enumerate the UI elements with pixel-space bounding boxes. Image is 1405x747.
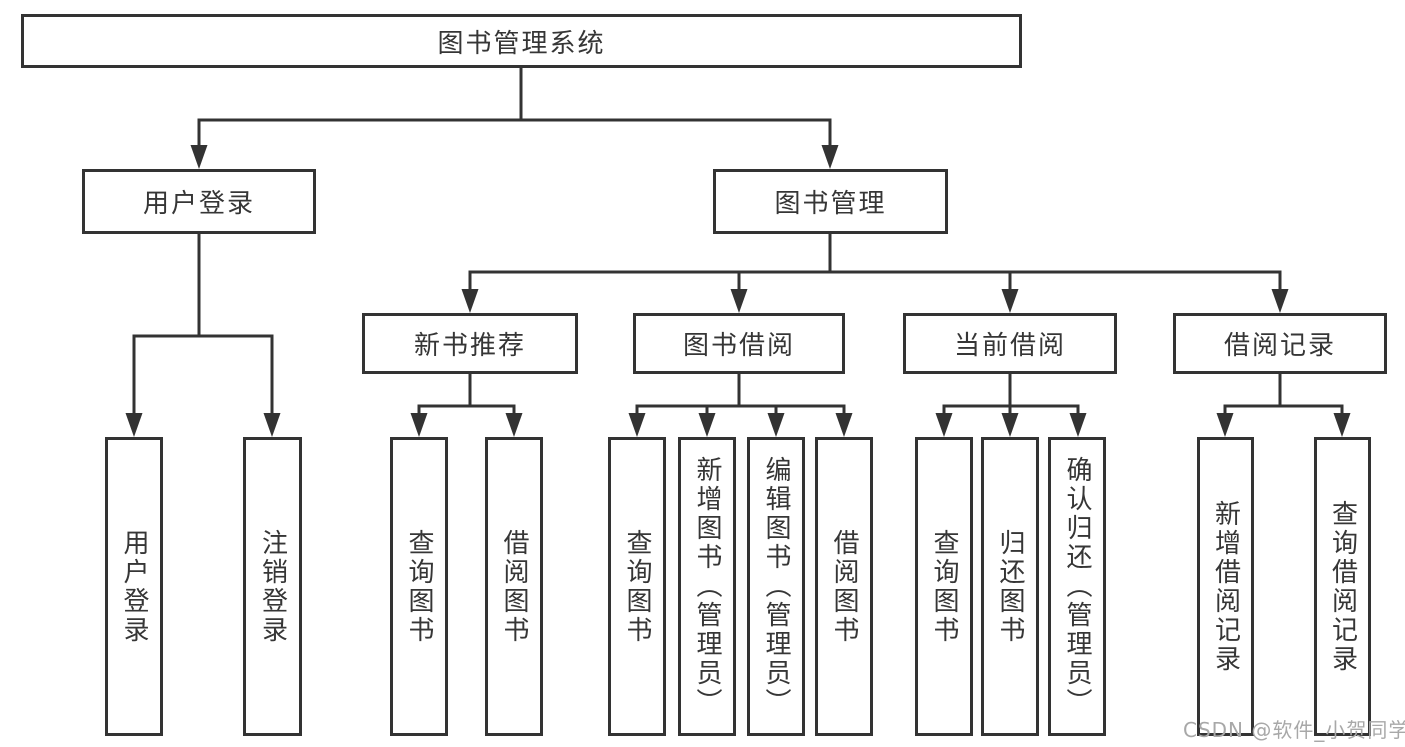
node-root-label: 图书管理系统 bbox=[437, 28, 606, 59]
node-user-login: 用户登录 bbox=[82, 169, 316, 234]
leaf-add-borrow-record-label: 新增借阅记录 bbox=[1210, 499, 1241, 674]
watermark: CSDN @软件_小贺同学 bbox=[1183, 718, 1405, 742]
node-book-borrowing-label: 图书借阅 bbox=[682, 331, 795, 361]
node-borrowing-records-label: 借阅记录 bbox=[1223, 331, 1336, 361]
leaf-query-books-borrowing: 查询图书 bbox=[608, 437, 666, 736]
leaf-borrow-books-borrowing-label: 借阅图书 bbox=[829, 528, 859, 645]
connector-new-book-rec bbox=[417, 372, 516, 419]
leaf-query-books-recommend-label: 查询图书 bbox=[404, 528, 434, 645]
arrowheads-new-book-rec bbox=[410, 413, 523, 437]
leaf-query-books-recommend: 查询图书 bbox=[390, 437, 448, 736]
connector-current-borrow bbox=[942, 372, 1080, 419]
leaf-logout-label: 注销登录 bbox=[257, 528, 288, 645]
node-current-borrowing-label: 当前借阅 bbox=[953, 331, 1066, 361]
node-borrowing-records: 借阅记录 bbox=[1173, 313, 1387, 374]
leaf-query-books-current-label: 查询图书 bbox=[929, 528, 959, 645]
leaf-user-login-label: 用户登录 bbox=[119, 528, 149, 645]
leaf-query-books-current: 查询图书 bbox=[915, 437, 973, 736]
node-new-book-recommend-label: 新书推荐 bbox=[413, 331, 526, 361]
node-new-book-recommend: 新书推荐 bbox=[362, 313, 578, 374]
node-book-borrowing: 图书借阅 bbox=[633, 313, 845, 374]
node-current-borrowing: 当前借阅 bbox=[903, 313, 1117, 374]
connector-book-mgmt bbox=[468, 232, 1282, 295]
arrowheads-level2 bbox=[190, 145, 839, 169]
leaf-logout: 注销登录 bbox=[243, 437, 302, 736]
leaf-confirm-return-admin-label: 确认归还（管理员） bbox=[1062, 456, 1092, 717]
leaf-query-borrow-record-label: 查询借阅记录 bbox=[1327, 499, 1358, 674]
node-book-management: 图书管理 bbox=[713, 169, 948, 234]
leaf-add-books-admin-label: 新增图书（管理员） bbox=[692, 456, 722, 717]
node-root: 图书管理系统 bbox=[21, 14, 1022, 68]
leaf-edit-books-admin: 编辑图书（管理员） bbox=[747, 437, 805, 736]
connector-borrow-record bbox=[1223, 372, 1344, 419]
connector-book-borrow bbox=[635, 372, 846, 419]
leaf-edit-books-admin-label: 编辑图书（管理员） bbox=[761, 456, 791, 717]
node-user-login-label: 用户登录 bbox=[142, 189, 255, 219]
leaf-return-books-label: 归还图书 bbox=[995, 528, 1025, 645]
leaf-query-books-borrowing-label: 查询图书 bbox=[622, 528, 652, 645]
arrowheads-book-borrow bbox=[628, 413, 853, 437]
leaf-borrow-books-recommend: 借阅图书 bbox=[485, 437, 543, 736]
leaf-borrow-books-borrowing: 借阅图书 bbox=[815, 437, 873, 736]
leaf-query-borrow-record: 查询借阅记录 bbox=[1314, 437, 1371, 736]
leaf-confirm-return-admin: 确认归还（管理员） bbox=[1048, 437, 1106, 736]
arrowheads-user-login bbox=[125, 413, 281, 437]
arrowheads-level3 bbox=[461, 289, 1289, 313]
leaf-add-books-admin: 新增图书（管理员） bbox=[678, 437, 736, 736]
leaf-borrow-books-recommend-label: 借阅图书 bbox=[499, 528, 529, 645]
leaf-add-borrow-record: 新增借阅记录 bbox=[1197, 437, 1254, 736]
connector-root-to-level2 bbox=[197, 66, 832, 151]
leaf-user-login: 用户登录 bbox=[105, 437, 163, 736]
leaf-return-books: 归还图书 bbox=[981, 437, 1039, 736]
arrowheads-borrow-record bbox=[1216, 413, 1351, 437]
connector-user-login bbox=[132, 232, 274, 419]
arrowheads-current-borrow bbox=[935, 413, 1087, 437]
node-book-management-label: 图书管理 bbox=[774, 189, 887, 219]
